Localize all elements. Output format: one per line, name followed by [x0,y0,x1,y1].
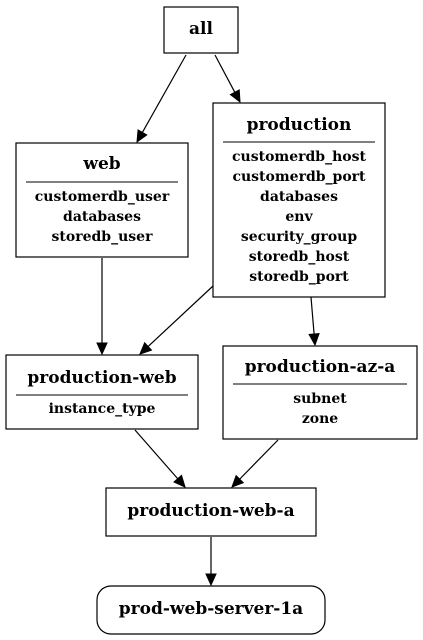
edges [96,54,320,587]
node-prod-web-server-1a: prod-web-server-1a [96,585,326,635]
node-title: web [82,154,120,174]
edge-production-to-production_az_a [310,296,315,335]
arrowhead-production-to-production_web [139,341,153,355]
edge-production-to-production_web [147,285,214,347]
group-var: customerdb_port [232,169,366,185]
group-var: env [285,209,313,225]
edge-all-to-production [214,54,236,93]
group-var: databases [63,209,141,225]
group-var: storedb_port [249,269,349,285]
group-var: storedb_host [249,249,350,265]
group-var: zone [302,411,338,427]
node-title: production-web [27,368,176,388]
edge-production_web-to-production_web_a [134,429,179,480]
node-title: all [189,19,213,39]
node-all: all [163,6,239,54]
arrowhead-production-to-production_az_a [308,333,320,347]
node-title: prod-web-server-1a [119,599,303,619]
edge-all-to-web [141,54,187,133]
arrowhead-production_web_a-to-prod_web_server_1a [205,573,217,587]
node-production-web-a: production-web-a [105,487,317,537]
group-var: customerdb_user [35,189,170,205]
arrowhead-all-to-production [229,89,241,104]
node-web: web customerdb_user databases storedb_us… [15,142,189,258]
group-var: instance_type [49,401,156,417]
group-var: customerdb_host [232,149,366,165]
node-title: production [247,115,352,135]
node-title: production-az-a [245,357,396,377]
node-production-web: production-web instance_type [5,354,199,430]
edge-production_az_a-to-production_web_a [239,439,279,480]
group-var: subnet [293,391,347,407]
group-var: security_group [241,229,357,245]
arrowhead-web-to-production_web [96,342,108,356]
node-title: production-web-a [127,501,294,521]
node-production-az-a: production-az-a subnet zone [222,345,418,440]
node-production: production customerdb_host customerdb_po… [212,102,386,298]
arrowhead-production_az_a-to-production_web_a [231,474,245,488]
arrowhead-production_web-to-production_web_a [173,474,186,488]
group-var: storedb_user [52,229,154,245]
group-var: databases [260,189,338,205]
arrowhead-all-to-web [136,129,148,144]
